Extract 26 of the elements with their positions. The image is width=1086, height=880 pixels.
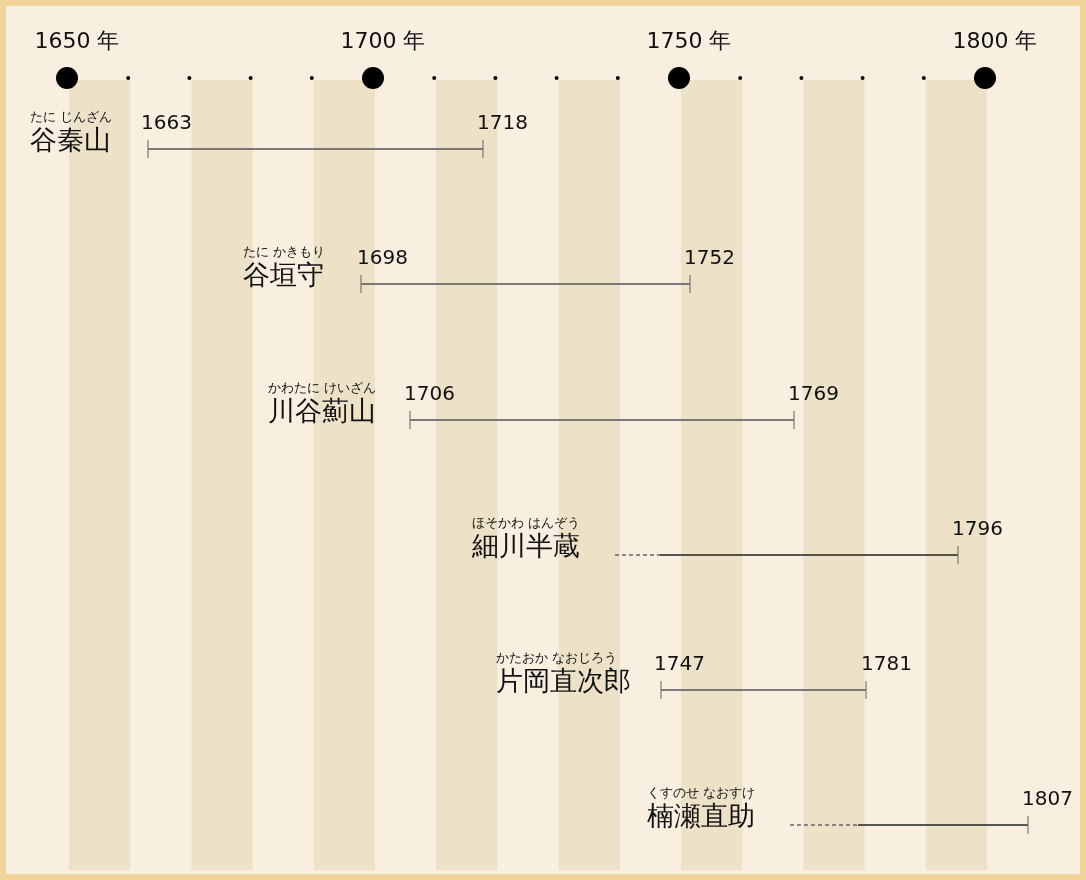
name-reading: たに じんざん <box>30 109 113 124</box>
year-label: 1718 <box>477 110 528 134</box>
person-name: 片岡直次郎 <box>496 666 631 696</box>
year-label: 1750 年 <box>646 27 732 55</box>
person-name: 川谷薊山 <box>268 396 376 426</box>
person-name: 谷垣守 <box>243 260 324 290</box>
name-reading: ほそかわ はんぞう <box>472 515 581 530</box>
year-label: 1769 <box>788 381 839 405</box>
name-reading: かわたに けいざん <box>268 380 377 395</box>
year-label: 1781 <box>861 651 912 675</box>
name-reading: たに かきもり <box>243 244 326 259</box>
year-label: 1747 <box>654 651 705 675</box>
year-label: 1663 <box>141 110 192 134</box>
year-label: 1752 <box>684 245 735 269</box>
person-name: 細川半蔵 <box>472 531 580 561</box>
year-label: 1807 <box>1022 786 1073 810</box>
year-label: 1796 <box>952 516 1003 540</box>
year-label: 1700 年 <box>340 27 426 55</box>
year-label: 1650 年 <box>34 27 120 55</box>
year-label: 1698 <box>357 245 408 269</box>
person-name: 楠瀬直助 <box>647 801 755 831</box>
year-label: 1706 <box>404 381 455 405</box>
name-reading: くすのせ なおすけ <box>647 785 756 800</box>
year-label: 1800 年 <box>952 27 1038 55</box>
name-reading: かたおか なおじろう <box>496 650 618 665</box>
person-name: 谷秦山 <box>30 125 111 155</box>
